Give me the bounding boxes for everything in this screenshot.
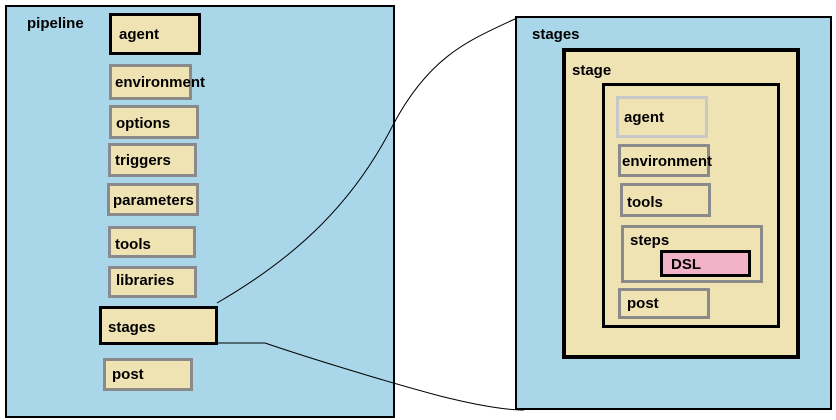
stage-environment-box: environment: [618, 144, 713, 177]
pipeline-post-label: post: [112, 366, 144, 383]
pipeline-tools-label: tools: [115, 236, 151, 253]
stage-tools-box: tools: [620, 183, 711, 217]
pipeline-options-box: options: [109, 105, 199, 139]
pipeline-parameters-label: parameters: [113, 192, 194, 209]
pipeline-agent-label: agent: [119, 26, 160, 43]
dsl-box: DSL: [660, 250, 751, 277]
pipeline-libraries-box: libraries: [108, 266, 197, 298]
pipeline-libraries-label: libraries: [116, 272, 175, 289]
pipeline-stages-label: stages: [108, 319, 156, 336]
pipeline-panel: pipeline agent environment options trigg…: [5, 5, 395, 418]
pipeline-post-box: post: [103, 358, 193, 391]
pipeline-environment-label: environment: [115, 74, 206, 91]
pipeline-title: pipeline: [27, 15, 84, 32]
connector-line-top: [216, 17, 518, 304]
stage-agent-label: agent: [624, 109, 665, 126]
stage-tools-label: tools: [627, 194, 663, 211]
stage-title: stage: [572, 62, 612, 79]
stage-inner-box: agent environment tools steps DSL post: [602, 83, 780, 328]
pipeline-options-label: options: [116, 115, 171, 132]
connector-line-bottom: [217, 342, 525, 411]
pipeline-parameters-box: parameters: [107, 183, 199, 216]
pipeline-agent-box: agent: [109, 13, 201, 55]
dsl-label: DSL: [671, 256, 701, 273]
stage-box: stage agent environment tools steps DSL …: [562, 48, 800, 359]
pipeline-triggers-box: triggers: [108, 143, 197, 177]
stages-panel: stages stage agent environment tools ste…: [515, 16, 832, 410]
stages-title: stages: [532, 26, 580, 43]
stage-environment-label: environment: [622, 153, 713, 170]
pipeline-environment-box: environment: [109, 64, 205, 100]
stage-post-box: post: [618, 288, 710, 319]
pipeline-triggers-label: triggers: [115, 152, 171, 169]
stage-steps-label: steps: [630, 232, 670, 249]
pipeline-tools-box: tools: [108, 226, 196, 258]
pipeline-stages-box: stages: [99, 306, 218, 345]
stage-post-label: post: [627, 295, 659, 312]
stage-steps-box: steps DSL: [621, 225, 763, 283]
stage-agent-box: agent: [616, 96, 708, 138]
